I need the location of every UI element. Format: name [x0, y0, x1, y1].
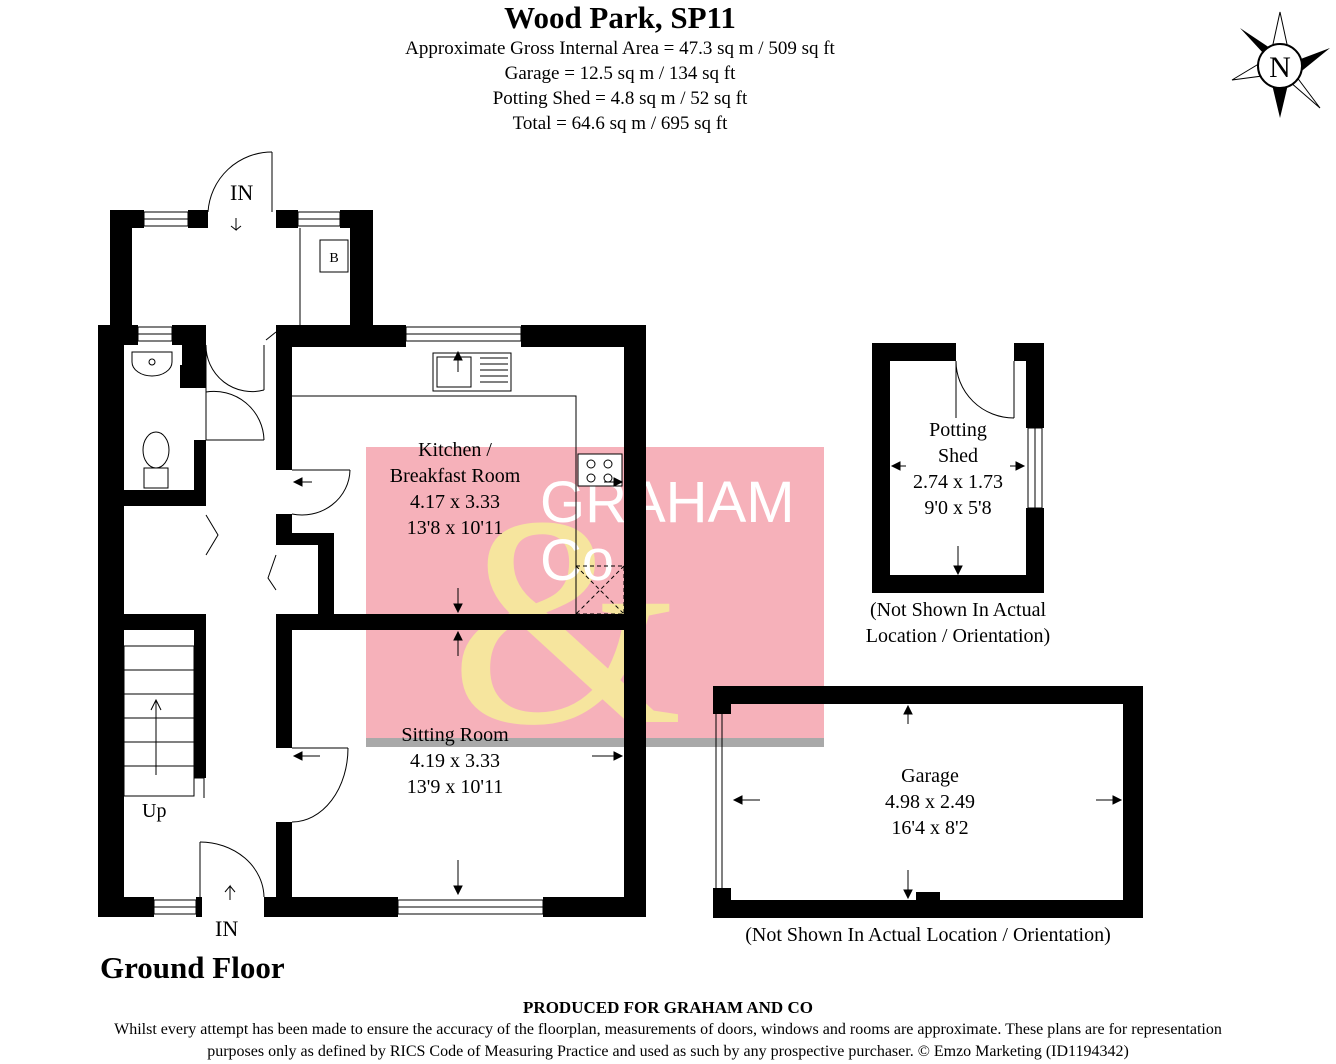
room-garage-name: Garage: [901, 765, 959, 787]
room-garage-metric: 4.98 x 2.49: [885, 791, 975, 813]
entrance-label-top: IN: [230, 180, 254, 205]
room-shed-metric: 2.74 x 1.73: [913, 471, 1003, 493]
room-kitchen: Kitchen / Breakfast Room 4.17 x 3.33 13'…: [360, 437, 550, 541]
room-garage: Garage 4.98 x 2.49 16'4 x 8'2: [830, 763, 1030, 841]
room-sitting-metric: 4.19 x 3.33: [410, 750, 500, 772]
room-kitchen-metric: 4.17 x 3.33: [410, 491, 500, 513]
room-kitchen-name1: Kitchen /: [418, 439, 492, 461]
shed-note-line1: (Not Shown In Actual: [869, 599, 1047, 621]
disclaimer: Whilst every attempt has been made to en…: [0, 1019, 1336, 1063]
area-total: Total = 64.6 sq m / 695 sq ft: [512, 113, 728, 134]
garage-note: (Not Shown In Actual Location / Orientat…: [745, 924, 1111, 946]
compass-letter: N: [1269, 51, 1291, 84]
page-title: Wood Park, SP11: [504, 0, 736, 35]
room-shed-name1: Potting: [929, 419, 987, 441]
room-shed: Potting Shed 2.74 x 1.73 9'0 x 5'8: [888, 417, 1028, 521]
room-garage-imperial: 16'4 x 8'2: [891, 817, 969, 839]
watermark-brand-line2: Co: [540, 528, 614, 593]
windows: [137, 211, 1043, 915]
room-sitting-name: Sitting Room: [401, 724, 509, 746]
stairs-up-label: Up: [142, 800, 167, 822]
room-shed-name2: Shed: [938, 445, 978, 467]
room-sitting-imperial: 13'9 x 10'11: [406, 776, 504, 798]
disclaimer-line2: purposes only as defined by RICS Code of…: [207, 1043, 1129, 1060]
area-shed: Potting Shed = 4.8 sq m / 52 sq ft: [492, 88, 748, 109]
room-shed-imperial: 9'0 x 5'8: [924, 497, 992, 519]
area-gross: Approximate Gross Internal Area = 47.3 s…: [405, 38, 835, 59]
shed-note-line2: Location / Orientation): [865, 625, 1051, 647]
disclaimer-line1: Whilst every attempt has been made to en…: [114, 1021, 1222, 1038]
dimension-arrows: [224, 218, 1123, 900]
room-kitchen-imperial: 13'8 x 10'11: [406, 517, 504, 539]
boiler-label: B: [329, 251, 338, 266]
room-sitting: Sitting Room 4.19 x 3.33 13'9 x 10'11: [360, 722, 550, 800]
room-kitchen-name2: Breakfast Room: [389, 465, 521, 487]
produced-for: PRODUCED FOR GRAHAM AND CO: [523, 998, 813, 1017]
area-garage: Garage = 12.5 sq m / 134 sq ft: [504, 63, 736, 84]
floor-label: Ground Floor: [100, 950, 285, 985]
shed-note: (Not Shown In Actual Location / Orientat…: [830, 597, 1086, 649]
compass-icon: N: [1231, 11, 1330, 118]
entrance-label-bottom: IN: [215, 916, 239, 941]
fixtures: [123, 151, 1015, 898]
house-walls: [98, 210, 1143, 918]
